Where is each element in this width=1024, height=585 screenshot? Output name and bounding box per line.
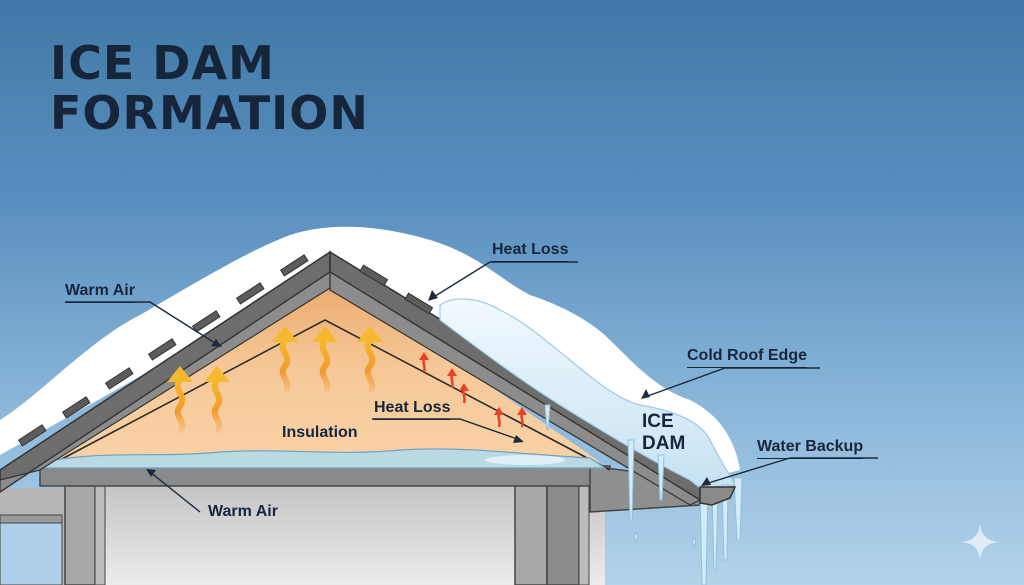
snow-layer (0, 226, 740, 480)
insulation-layer (44, 448, 607, 469)
title-line-1: ICE DAM (50, 36, 275, 90)
ice-dam-line-2: DAM (642, 433, 686, 454)
gutter (699, 486, 737, 506)
title-line-2: FORMATION (50, 86, 369, 140)
ice-dam-line-1: ICE (642, 411, 674, 432)
label-warm-air-bottom: Warm Air (208, 503, 278, 520)
label-cold-roof-edge: Cold Roof Edge (687, 347, 807, 368)
label-ice-dam: ICE DAM (642, 411, 685, 455)
label-heat-loss-top: Heat Loss (492, 241, 569, 262)
label-heat-loss-attic: Heat Loss (374, 399, 451, 420)
label-insulation: Insulation (282, 424, 358, 441)
sparkle-icon (962, 524, 998, 560)
ice-dam (439, 298, 736, 489)
label-warm-air-top: Warm Air (65, 282, 135, 303)
heat-loss-arrow-icon (419, 352, 527, 428)
label-water-backup: Water Backup (757, 438, 864, 459)
heat-rising-arrow-icon (167, 326, 383, 434)
page-title: ICE DAM FORMATION (50, 38, 369, 138)
